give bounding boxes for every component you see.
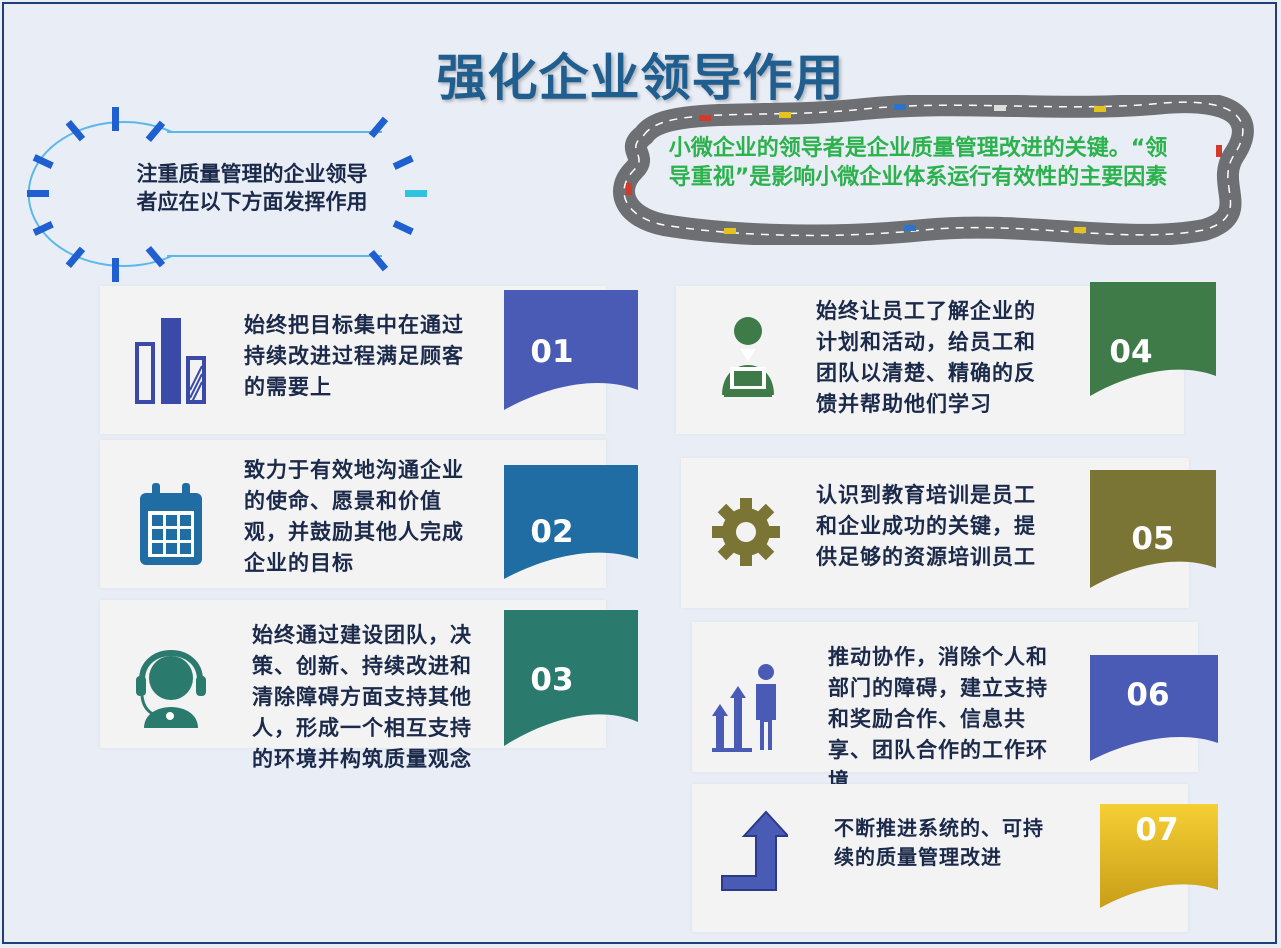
number-label-02: 02 <box>530 514 574 550</box>
page-title: 强化企业领导作用 <box>436 49 845 107</box>
number-tag-06 <box>1090 655 1218 761</box>
number-tag-07 <box>1100 804 1218 908</box>
intro-text: 注重质量管理的企业领导者应在以下方面发挥作用 <box>136 162 368 214</box>
number-label-01: 01 <box>530 334 574 370</box>
sunburst-decoration <box>27 107 427 282</box>
number-tag-05 <box>1090 470 1216 588</box>
number-label-03: 03 <box>530 662 574 698</box>
item-text-04: 始终让员工了解企业的计划和活动，给员工和团队以清楚、精确的反馈并帮助他们学习 <box>816 299 1036 416</box>
person-growth-icon <box>712 664 776 752</box>
road-loop-decoration <box>613 95 1254 245</box>
number-tag-01 <box>504 290 638 410</box>
bar-chart-icon <box>135 318 206 404</box>
number-label-07: 07 <box>1135 812 1179 848</box>
headset-person-icon <box>136 650 206 728</box>
person-laptop-icon <box>722 317 774 397</box>
road-note: 小微企业的领导者是企业质量管理改进的关键。“领导重视”是影响小微企业体系运行有效… <box>668 136 1168 190</box>
item-text-07: 不断推进系统的、可持续的质量管理改进 <box>834 816 1044 869</box>
item-text-01: 始终把目标集中在通过持续改进过程满足顾客的需要上 <box>244 313 464 399</box>
item-text-05: 认识到教育培训是员工和企业成功的关键，提供足够的资源培训员工 <box>816 483 1036 569</box>
item-text-06: 推动协作，消除个人和部门的障碍，建立支持和奖励合作、信息共享、团队合作的工作环境 <box>828 645 1048 793</box>
calendar-icon <box>140 483 202 565</box>
number-label-05: 05 <box>1131 521 1175 557</box>
item-text-03: 始终通过建设团队，决策、创新、持续改进和清除障碍方面支持其他人，形成一个相互支持… <box>252 623 472 771</box>
up-arrow-icon <box>721 810 788 891</box>
number-label-06: 06 <box>1126 677 1170 713</box>
number-tag-02 <box>504 465 638 579</box>
number-tag-04 <box>1090 282 1216 396</box>
number-label-04: 04 <box>1109 334 1153 370</box>
number-tag-03 <box>504 610 638 746</box>
item-text-02: 致力于有效地沟通企业的使命、愿景和价值观，并鼓励其他人完成企业的目标 <box>244 458 464 575</box>
gear-icon <box>712 498 780 566</box>
